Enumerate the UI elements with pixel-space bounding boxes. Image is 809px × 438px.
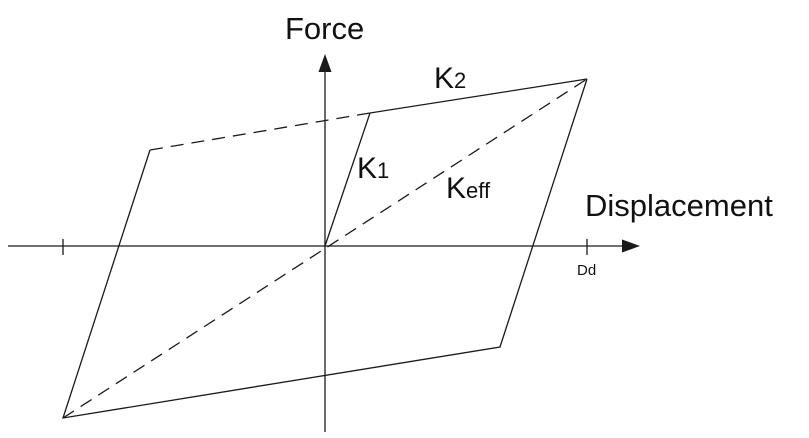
keff-label-base: K [446, 172, 466, 205]
keff-label-sub: eff [466, 178, 491, 203]
keff-label: Keff [446, 172, 491, 205]
displacement-axis-label: Displacement [585, 188, 773, 223]
k1-label-base: K [357, 152, 377, 185]
k1-label-sub: 1 [377, 158, 389, 183]
displacement-axis-arrowhead [622, 239, 640, 253]
dd-label: Dd [577, 262, 596, 279]
hysteresis-loop-upper-dashed [149, 112, 371, 151]
k1-stiffness-line [324, 112, 371, 247]
hysteresis-loop-upper-solid [369, 78, 588, 114]
k2-label: K2 [434, 62, 466, 95]
k2-label-base: K [434, 62, 454, 95]
force-axis-label: Force [285, 11, 364, 46]
k2-label-sub: 2 [454, 68, 466, 93]
hysteresis-loop-left-branch [62, 78, 588, 419]
force-axis-arrowhead [318, 54, 332, 72]
k1-label: K1 [357, 152, 389, 185]
